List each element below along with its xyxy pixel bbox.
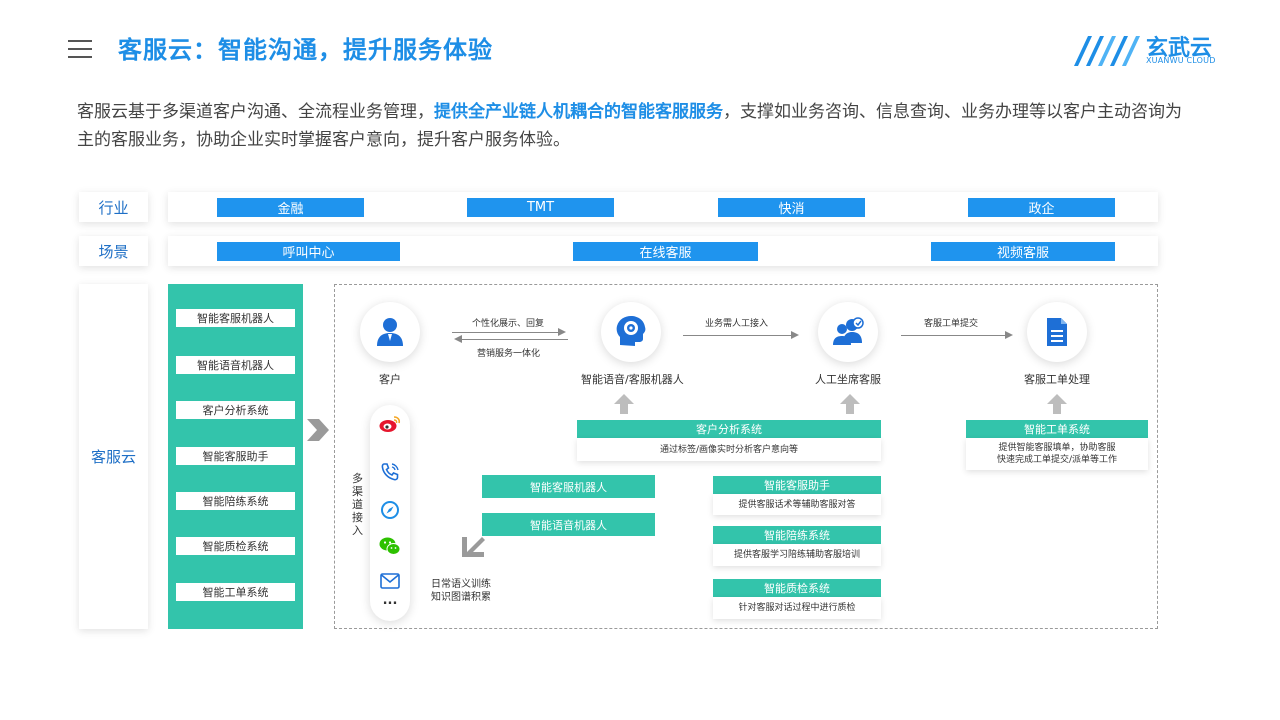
customer-node — [360, 302, 420, 362]
logo: 玄武云 XUANWU CLOUD — [1070, 30, 1220, 70]
module-item: 智能客服机器人 — [176, 309, 295, 327]
industry-label: 行业 — [79, 192, 148, 222]
training-title: 智能陪练系统 — [713, 526, 881, 544]
arrow-left-icon — [454, 335, 462, 343]
agent-node — [818, 302, 878, 362]
arrow3-line — [901, 335, 1005, 336]
robot-label: 智能语音/客服机器人 — [581, 373, 684, 386]
logo-text: 玄武云 — [1146, 36, 1213, 61]
arrow-up-icon — [1047, 394, 1067, 414]
wechat-icon[interactable] — [379, 535, 401, 557]
industry-tag-tmt: TMT — [467, 198, 614, 217]
module-item: 客户分析系统 — [176, 401, 295, 419]
channel-access-label: 多渠道接入 — [352, 472, 363, 537]
customer-label: 客户 — [379, 373, 401, 386]
ticket-system-desc-line2: 快速完成工单提交/派单等工作 — [996, 455, 1118, 465]
compass-icon[interactable] — [379, 499, 401, 521]
ticket-system-desc-line1: 提供智能客服填单，协助客服 — [998, 443, 1116, 453]
module-item: 智能客服助手 — [176, 447, 295, 465]
agent-headset-icon — [833, 317, 864, 345]
arrow1-line-right — [452, 332, 558, 333]
training-desc: 提供客服学习陪练辅助客服培训 — [713, 544, 881, 566]
assistant-title: 智能客服助手 — [713, 476, 881, 494]
industry-tag-finance: 金融 — [217, 198, 364, 217]
intro-part2: ，支撑如业务咨询、信息查询、业务办理等以客户主动咨询为主的客服业务，协助企业实时… — [77, 102, 1182, 150]
more-channels-icon[interactable]: ... — [382, 592, 398, 608]
scene-tag-call-center: 呼叫中心 — [217, 242, 400, 261]
arrow3-label: 客服工单提交 — [924, 319, 979, 329]
arrow1-top-label: 个性化展示、回复 — [472, 319, 545, 329]
robot2-box: 智能语音机器人 — [482, 513, 655, 536]
arrow-up-icon — [840, 394, 860, 414]
chevron-right-icon — [307, 419, 329, 441]
product-label: 客服云 — [79, 284, 148, 629]
qc-desc: 针对客服对话过程中进行质检 — [713, 597, 881, 619]
arrow1-line-left — [462, 339, 568, 340]
industry-tag-government: 政企 — [968, 198, 1115, 217]
robot-node — [601, 302, 661, 362]
arrow-right-icon — [558, 328, 566, 336]
training-note-line2: 知识图谱积累 — [431, 592, 491, 603]
document-icon — [1047, 318, 1067, 346]
arrow2-label: 业务需人工接入 — [705, 319, 769, 329]
analysis-title: 客户分析系统 — [577, 420, 881, 438]
arrow1-bottom-label: 营销服务一体化 — [477, 349, 541, 359]
assistant-desc: 提供客服话术等辅助客服对答 — [713, 494, 881, 515]
agent-label: 人工坐席客服 — [815, 373, 881, 386]
phone-icon[interactable] — [379, 461, 401, 483]
channel-bar: ... — [370, 405, 410, 621]
intro-highlight: 提供全产业链人机耦合的智能客服服务 — [434, 102, 723, 122]
module-item: 智能工单系统 — [176, 583, 295, 601]
ticket-system-title: 智能工单系统 — [966, 420, 1148, 438]
arrow2-line — [683, 335, 791, 336]
flow-diagram-area — [334, 284, 1158, 629]
logo-mark-icon — [1074, 36, 1140, 66]
module-item: 智能质检系统 — [176, 537, 295, 555]
product-module-list: 智能客服机器人 智能语音机器人 客户分析系统 智能客服助手 智能陪练系统 智能质… — [168, 284, 303, 629]
module-item: 智能语音机器人 — [176, 356, 295, 374]
arrow-up-icon — [614, 394, 634, 414]
page-title: 客服云：智能沟通，提升服务体验 — [118, 36, 493, 64]
qc-title: 智能质检系统 — [713, 579, 881, 597]
robot1-box: 智能客服机器人 — [482, 475, 655, 498]
person-icon — [377, 318, 403, 346]
arrow-down-left-icon — [462, 537, 485, 557]
ticket-label: 客服工单处理 — [1024, 373, 1090, 386]
mail-icon[interactable] — [379, 570, 401, 592]
robot-head-icon — [616, 316, 646, 346]
analysis-desc: 通过标签/画像实时分析客户意向等 — [577, 438, 881, 461]
scene-label: 场景 — [79, 236, 148, 266]
menu-icon[interactable] — [68, 40, 92, 58]
logo-subtext: XUANWU CLOUD — [1146, 56, 1216, 65]
intro-part1: 客服云基于多渠道客户沟通、全流程业务管理， — [77, 102, 434, 122]
ticket-system-desc: 提供智能客服填单，协助客服 快速完成工单提交/派单等工作 — [966, 438, 1148, 470]
intro-paragraph: 客服云基于多渠道客户沟通、全流程业务管理，提供全产业链人机耦合的智能客服服务，支… — [77, 98, 1197, 154]
module-item: 智能陪练系统 — [176, 492, 295, 510]
training-note-line1: 日常语义训练 — [431, 579, 491, 590]
weibo-icon[interactable] — [379, 413, 401, 435]
scene-tag-video-service: 视频客服 — [931, 242, 1115, 261]
scene-tag-online-service: 在线客服 — [573, 242, 758, 261]
arrow-right-icon — [1005, 331, 1013, 339]
industry-tag-fmcg: 快消 — [718, 198, 865, 217]
arrow-right-icon — [791, 331, 799, 339]
ticket-node — [1027, 302, 1087, 362]
